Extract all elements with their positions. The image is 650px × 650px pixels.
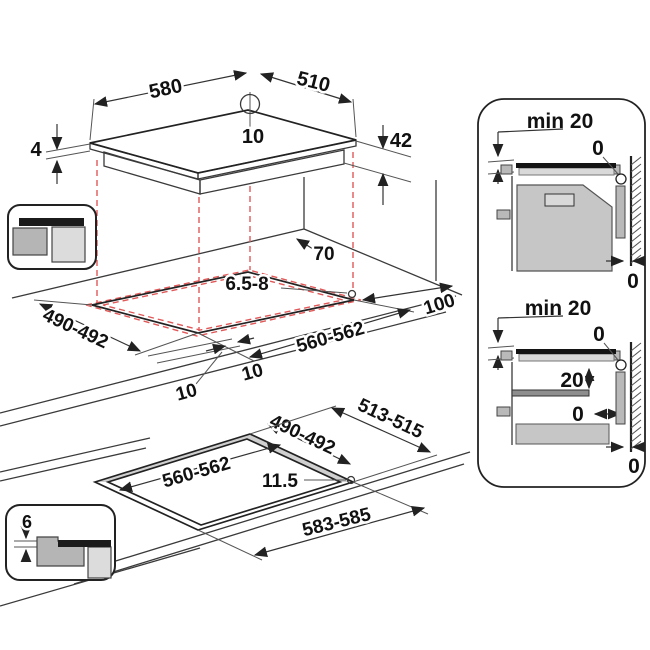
- dim-line-cutout-width: [248, 308, 412, 359]
- projection-lines: [96, 152, 354, 331]
- ledge-depth-label: 513-515: [354, 395, 426, 444]
- hob-depth-label: 510: [295, 67, 333, 96]
- cabinet-block-icon: [51, 226, 86, 263]
- ext-line: [134, 332, 199, 356]
- clearance-detail-panel: min 20 0 0 min 20: [477, 98, 646, 488]
- cutout-outline: [91, 271, 355, 334]
- surface-mount-badge: [7, 204, 97, 270]
- dim-line-inner-depth: [266, 423, 352, 465]
- glass-top-face: [89, 109, 357, 174]
- leader-line: [195, 351, 223, 385]
- hob-glass-icon: [516, 349, 616, 354]
- dim-line-wall-distance: [361, 282, 454, 304]
- leader-line: [280, 287, 348, 294]
- oven-vent-icon: [544, 193, 575, 207]
- bottom-gap-label: 0: [628, 455, 640, 478]
- rear-spacer-icon: [615, 371, 626, 425]
- ext-line: [147, 338, 233, 357]
- corner-hole-label: 11.5: [262, 471, 298, 492]
- counter-block-icon: [12, 227, 48, 256]
- ext-line: [89, 98, 95, 141]
- hob-width-label: 580: [147, 75, 184, 103]
- hob-body-right-face: [199, 149, 345, 195]
- ext-line: [352, 454, 438, 483]
- ext-line: [343, 162, 412, 183]
- front-overhang-label: 10: [240, 360, 266, 386]
- wall-gap-label: 0: [593, 323, 605, 346]
- hob-footprint-outer-dashed: [85, 269, 362, 337]
- dim-line-depth: [259, 72, 353, 104]
- hinge-icon: [496, 406, 511, 417]
- wall-distance-label: 100: [421, 290, 457, 319]
- hob-clip-icon: [500, 164, 513, 175]
- ext-line: [45, 150, 91, 160]
- worktop-cutout-view: 490-492 560-562 100 70 6.5-8 10 10: [0, 152, 463, 427]
- detail-shelf-section: min 20 0 20 0 0: [487, 295, 645, 481]
- rear-distance-label: 70: [313, 244, 334, 265]
- cutout-width-label: 560-562: [294, 318, 367, 357]
- detail-oven-section: min 20 0 0: [487, 108, 645, 296]
- glass-edge-left: [89, 142, 199, 180]
- ext-line: [156, 345, 241, 364]
- hob-height-label: 42: [390, 130, 412, 152]
- dim-line-ledge-depth: [330, 407, 432, 453]
- wall-gap-label: 0: [592, 137, 604, 160]
- counter-edge: [0, 437, 151, 473]
- ext-line: [45, 143, 91, 153]
- flush-depth-label: 6: [22, 512, 32, 532]
- ext-line: [197, 529, 263, 561]
- min-clearance-label: min 20: [525, 297, 592, 320]
- hob-top-view: 580 10 510 4 42: [28, 65, 415, 205]
- hole-marker: [239, 93, 261, 115]
- cabinet-block-icon: [87, 546, 112, 579]
- dim-line-width: [93, 70, 248, 107]
- ext-line: [197, 332, 255, 362]
- ext-line: [33, 299, 93, 306]
- dim-arrow-overhang: [205, 343, 227, 355]
- ext-line: [353, 299, 415, 313]
- ext-line: [249, 405, 337, 435]
- hob-glass-icon: [58, 540, 111, 547]
- dim-arrow-rear-distance: [295, 238, 314, 250]
- seal-marker: [615, 173, 627, 185]
- dim-line-cutout-depth: [38, 303, 142, 352]
- ledge-width-label: 583-585: [300, 504, 373, 541]
- glass-edge-right: [197, 139, 357, 180]
- hob-body-left-face: [103, 151, 201, 195]
- drill-hole-marker: [347, 289, 357, 299]
- hob-glass-icon: [516, 163, 616, 168]
- dim-arrow-overhang: [236, 333, 255, 345]
- oven-icon: [516, 184, 613, 272]
- bottom-gap-label: 0: [627, 270, 639, 293]
- drawer-icon: [515, 423, 610, 445]
- counter-back-edge: [11, 228, 305, 299]
- cutout-depth-label: 490-492: [39, 305, 111, 354]
- shelf-icon: [511, 389, 590, 397]
- hob-clip-icon: [500, 350, 513, 361]
- hinge-icon: [496, 209, 511, 220]
- wall-hatch: [630, 342, 642, 450]
- hob-body-icon: [518, 353, 615, 362]
- hob-body-icon: [518, 167, 615, 176]
- rear-spacer-icon: [615, 185, 626, 239]
- hob-footprint-inner-dashed: [102, 274, 344, 331]
- corner-hole-marker: [346, 475, 356, 485]
- inner-cutout-outline: [105, 438, 343, 526]
- hob-glass-icon: [19, 218, 84, 226]
- dim-line-inner-width: [118, 443, 282, 492]
- drill-hole-label: 6.5-8: [225, 274, 268, 295]
- flush-mount-badge: 6: [5, 504, 116, 581]
- dim-line-ledge-width: [253, 506, 426, 557]
- shelf-gap-label: 0: [572, 403, 584, 426]
- wall-hatch: [630, 156, 642, 264]
- clearance-label: 20: [560, 369, 583, 392]
- seal-marker: [615, 359, 627, 371]
- ext-line: [352, 98, 357, 138]
- glass-thickness-label: 4: [30, 139, 42, 161]
- hole-diameter-label: 10: [242, 126, 264, 148]
